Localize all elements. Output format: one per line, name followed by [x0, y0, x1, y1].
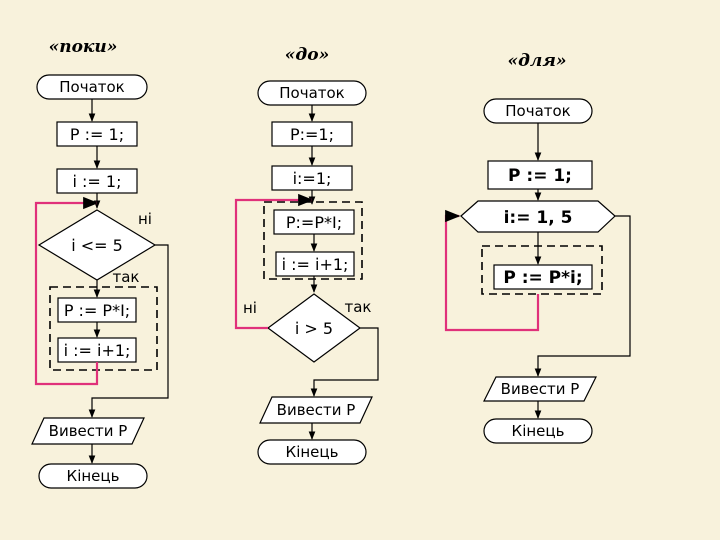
do-yes-label: так	[345, 298, 372, 316]
flowchart-do: Початок P:=1; і:=1; P:=P*I; і := і+1; і …	[234, 80, 379, 465]
while-yes-label: так	[113, 268, 140, 286]
do-condition-diamond	[266, 293, 362, 363]
for-output-label: Вивести Р	[501, 380, 580, 398]
while-body1-label: P := P*I;	[64, 301, 130, 320]
while-no-label: ні	[138, 210, 152, 228]
do-body1-block	[273, 209, 355, 235]
for-end-label: Кінець	[512, 422, 565, 440]
do-loop-back-line	[234, 193, 314, 330]
for-body-block	[493, 264, 593, 290]
do-output-label: Вивести Р	[277, 401, 356, 419]
while-i-init-label: і := 1;	[73, 172, 122, 191]
do-i-init-block	[271, 165, 353, 191]
while-p-init-block	[56, 121, 138, 147]
while-end-terminal	[38, 463, 148, 489]
for-loop-body-frame	[481, 245, 603, 295]
do-end-label: Кінець	[286, 443, 339, 461]
do-end-terminal	[257, 439, 367, 465]
for-exit-line	[534, 215, 631, 377]
while-p-init-label: P := 1;	[70, 125, 124, 144]
for-body-label: P := P*і;	[503, 268, 582, 288]
while-start-label: Початок	[59, 78, 125, 96]
do-loop-body-frame	[263, 201, 363, 280]
while-body2-label: і := і+1;	[64, 341, 131, 360]
for-loop-label: і:= 1, 5	[504, 208, 573, 228]
do-condition-label: і > 5	[295, 319, 333, 338]
while-exit-line	[88, 244, 169, 418]
do-exit-line	[310, 327, 379, 397]
do-no-label: ні	[243, 299, 257, 317]
for-end-terminal	[483, 418, 593, 444]
while-body2-block	[57, 337, 137, 363]
while-end-label: Кінець	[67, 467, 120, 485]
title-for: «для»	[507, 51, 566, 71]
flowchart-while: Початок P := 1; і := 1; і <= 5 ні так P …	[31, 74, 169, 489]
do-start-label: Початок	[279, 84, 345, 102]
do-body1-label: P:=P*I;	[286, 213, 342, 232]
while-output-parallelogram	[31, 417, 145, 445]
for-p-init-label: P := 1;	[508, 166, 572, 186]
do-output-parallelogram	[259, 396, 373, 424]
do-body2-label: і := і+1;	[282, 255, 349, 274]
title-while: «поки»	[49, 37, 118, 57]
flowchart-for: Початок P := 1; і:= 1, 5 P := P*і; Вивес…	[444, 98, 631, 444]
for-loop-back-line	[444, 209, 540, 332]
for-start-label: Початок	[505, 102, 571, 120]
do-body2-block	[275, 251, 355, 277]
while-condition-label: і <= 5	[71, 236, 123, 255]
for-p-init-block	[487, 160, 593, 190]
while-loop-back-line	[34, 196, 99, 386]
for-output-parallelogram	[483, 376, 597, 402]
while-loop-body-frame	[49, 286, 158, 371]
do-p-init-label: P:=1;	[290, 125, 334, 144]
while-output-label: Вивести Р	[49, 422, 128, 440]
do-i-init-label: і:=1;	[293, 169, 332, 188]
title-do: «до»	[285, 45, 329, 65]
